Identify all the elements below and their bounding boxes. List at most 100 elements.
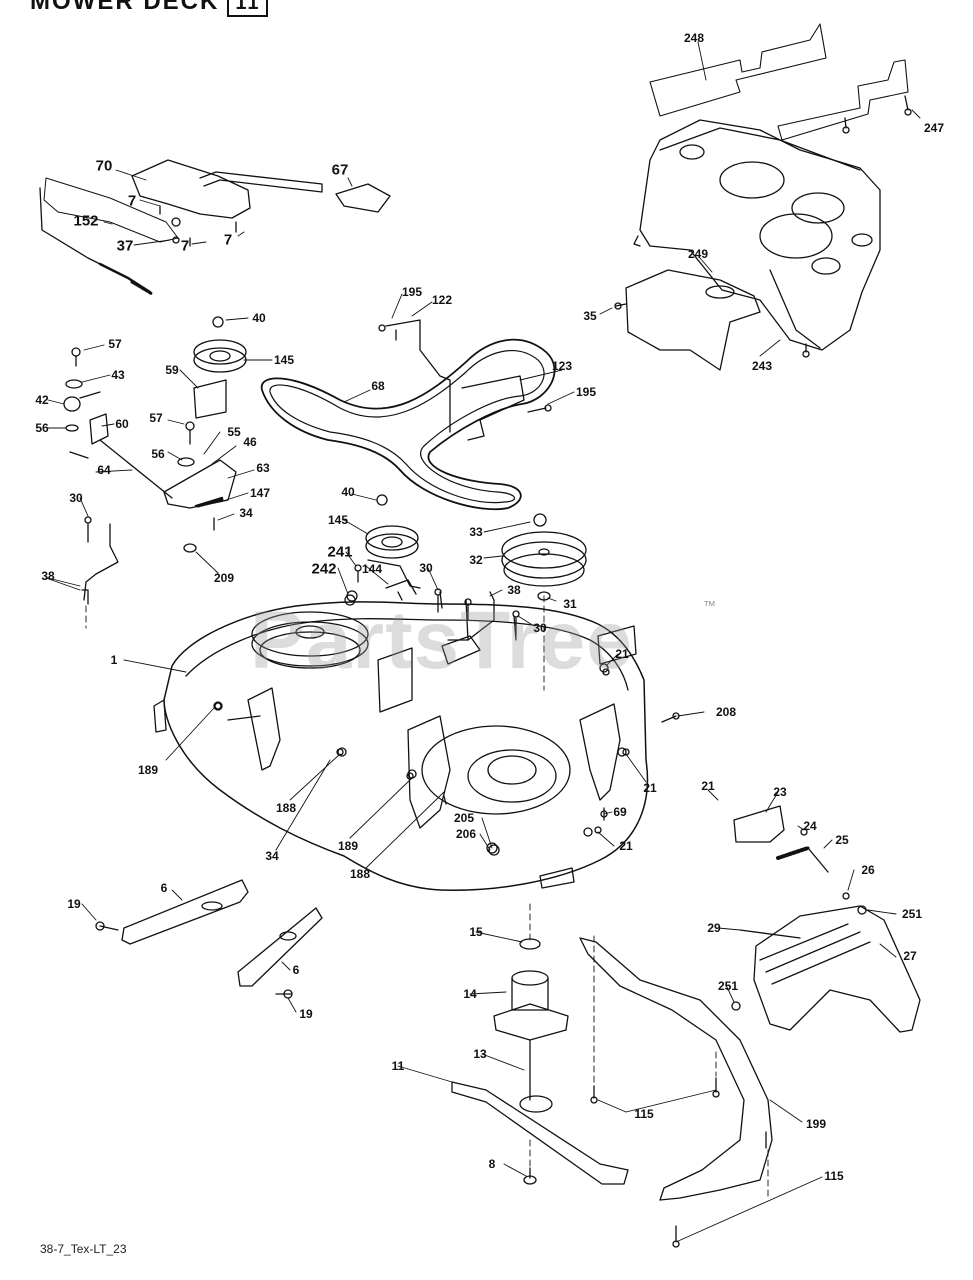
callout-32: 32 xyxy=(469,553,483,567)
callout-33: 33 xyxy=(469,525,483,539)
callout-115: 115 xyxy=(634,1107,654,1121)
callout-19: 19 xyxy=(299,1007,313,1021)
diagram-title: MOWER DECK 11 xyxy=(30,0,269,17)
callout-189: 189 xyxy=(137,763,159,777)
callout-7: 7 xyxy=(223,231,233,249)
callout-248: 248 xyxy=(683,31,705,45)
callout-37: 37 xyxy=(116,237,134,255)
callout-70: 70 xyxy=(95,157,113,175)
callout-55: 55 xyxy=(227,425,241,439)
callout-206: 206 xyxy=(455,827,477,841)
callout-249: 249 xyxy=(687,247,709,261)
lift-linkage-drawing xyxy=(39,159,391,296)
belt-guard-249-drawing xyxy=(614,269,761,371)
callout-57: 57 xyxy=(108,337,122,351)
callout-21: 21 xyxy=(615,647,629,661)
callout-145: 145 xyxy=(273,353,295,367)
callout-29: 29 xyxy=(707,921,721,935)
callout-35: 35 xyxy=(583,309,597,323)
callout-59: 59 xyxy=(165,363,179,377)
callout-21: 21 xyxy=(643,781,657,795)
trademark-symbol: ™ xyxy=(703,598,716,613)
callout-56: 56 xyxy=(151,447,165,461)
callout-leader-lines xyxy=(45,41,921,1243)
callout-11: 11 xyxy=(391,1059,405,1073)
callout-7: 7 xyxy=(180,237,190,255)
callout-242: 242 xyxy=(311,560,337,578)
callout-43: 43 xyxy=(111,368,125,382)
callout-34: 34 xyxy=(239,506,253,520)
callout-195: 195 xyxy=(575,385,597,399)
callout-115: 115 xyxy=(824,1169,844,1183)
callout-15: 15 xyxy=(469,925,483,939)
callout-68: 68 xyxy=(371,379,385,393)
callout-208: 208 xyxy=(715,705,737,719)
drive-belt-68-drawing xyxy=(260,338,556,511)
diagram-title-box: 11 xyxy=(227,0,269,17)
callout-21: 21 xyxy=(619,839,633,853)
callout-188: 188 xyxy=(275,801,297,815)
belt-guard-248-drawing xyxy=(649,23,827,117)
callout-188: 188 xyxy=(349,867,371,881)
callout-122: 122 xyxy=(431,293,453,307)
callout-23: 23 xyxy=(773,785,787,799)
callout-14: 14 xyxy=(463,987,477,1001)
callout-144: 144 xyxy=(361,562,383,576)
callout-8: 8 xyxy=(488,1157,496,1171)
callout-123: 123 xyxy=(551,359,573,373)
callout-60: 60 xyxy=(115,417,129,431)
callout-64: 64 xyxy=(97,463,111,477)
callout-152: 152 xyxy=(73,212,99,230)
callout-7: 7 xyxy=(127,192,137,210)
belt-cover-assembly-drawing xyxy=(633,119,881,358)
diagram-footer-code: 38-7_Tex-LT_23 xyxy=(40,1242,127,1256)
callout-19: 19 xyxy=(67,897,81,911)
idler-pulley-assembly-drawing xyxy=(63,316,247,553)
callout-69: 69 xyxy=(613,805,627,819)
callout-195: 195 xyxy=(401,285,423,299)
callout-1: 1 xyxy=(110,653,118,667)
callout-40: 40 xyxy=(341,485,355,499)
mower-deck-shell-drawing xyxy=(153,559,680,891)
callout-209: 209 xyxy=(213,571,235,585)
callout-21: 21 xyxy=(701,779,715,793)
callout-189: 189 xyxy=(337,839,359,853)
callout-42: 42 xyxy=(35,393,49,407)
callout-24: 24 xyxy=(803,819,817,833)
callout-147: 147 xyxy=(249,486,271,500)
callout-243: 243 xyxy=(751,359,773,373)
belt-keeper-drawing xyxy=(378,319,552,441)
callout-251: 251 xyxy=(901,907,923,921)
callout-38: 38 xyxy=(41,569,55,583)
callout-38: 38 xyxy=(507,583,521,597)
callout-247: 247 xyxy=(923,121,945,135)
callout-27: 27 xyxy=(903,949,917,963)
center-pulleys-drawing xyxy=(365,494,587,691)
deck-brackets-drawing xyxy=(95,879,323,999)
callout-46: 46 xyxy=(243,435,257,449)
partstree-watermark: PartsTree xyxy=(250,595,633,686)
callout-57: 57 xyxy=(149,411,163,425)
callout-56: 56 xyxy=(35,421,49,435)
callout-251: 251 xyxy=(717,979,739,993)
callout-6: 6 xyxy=(292,963,300,977)
callout-31: 31 xyxy=(563,597,577,611)
callout-30: 30 xyxy=(69,491,83,505)
callout-13: 13 xyxy=(473,1047,487,1061)
callout-30: 30 xyxy=(533,621,547,635)
discharge-chute-drawing xyxy=(579,805,921,1248)
callout-145: 145 xyxy=(327,513,349,527)
callout-67: 67 xyxy=(331,161,349,179)
callout-40: 40 xyxy=(252,311,266,325)
callout-63: 63 xyxy=(256,461,270,475)
spindle-blade-drawing xyxy=(451,903,629,1185)
callout-26: 26 xyxy=(861,863,875,877)
diagram-title-text: MOWER DECK xyxy=(30,0,220,15)
callout-241: 241 xyxy=(327,543,353,561)
callout-34: 34 xyxy=(265,849,279,863)
callout-199: 199 xyxy=(805,1117,827,1131)
callout-30: 30 xyxy=(419,561,433,575)
callout-6: 6 xyxy=(160,881,168,895)
